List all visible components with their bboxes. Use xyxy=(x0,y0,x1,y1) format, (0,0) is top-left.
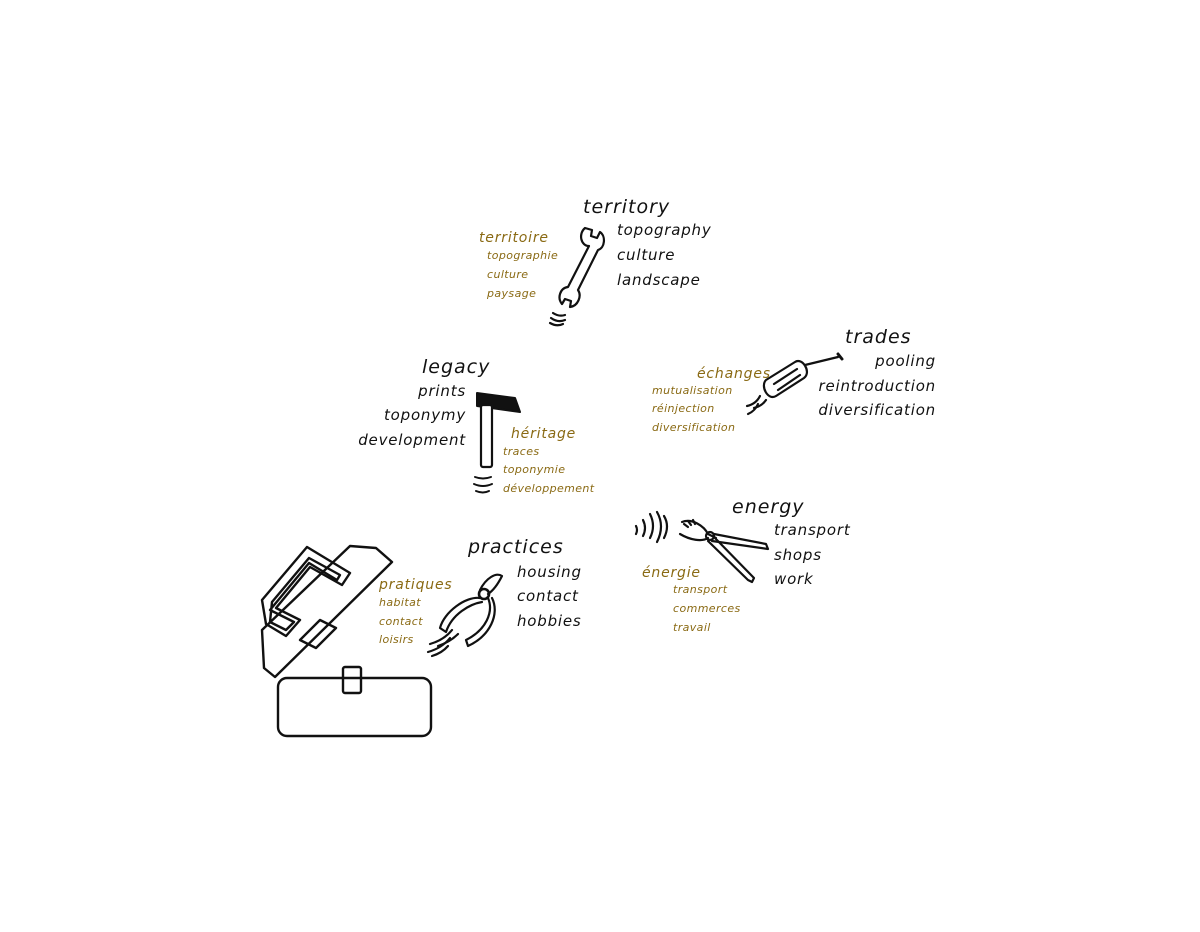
heritage-item: toponymie xyxy=(503,463,566,476)
trades-item: diversification xyxy=(818,401,936,419)
energie-item: travail xyxy=(673,621,711,634)
territory-item: landscape xyxy=(617,271,701,289)
wrench-icon xyxy=(548,226,605,327)
energy-title: energy xyxy=(732,496,805,518)
practices-item: contact xyxy=(517,587,579,605)
energy-item: transport xyxy=(774,521,851,539)
heritage-title: héritage xyxy=(511,426,577,442)
hammer-icon xyxy=(473,392,521,494)
heritage-item: traces xyxy=(503,445,540,458)
practices-title: practices xyxy=(468,536,564,558)
toolbox-icon xyxy=(260,544,433,738)
screwdriver-icon xyxy=(745,352,844,416)
echanges-item: réinjection xyxy=(652,402,715,415)
territoire-title: territoire xyxy=(479,230,549,246)
practices-item: hobbies xyxy=(517,612,582,630)
echanges-item: mutualisation xyxy=(652,384,733,397)
legacy-item: prints xyxy=(418,382,466,400)
pratiques-item: contact xyxy=(379,615,423,628)
energy-item: shops xyxy=(774,546,822,564)
trades-item: pooling xyxy=(875,352,936,370)
pratiques-item: habitat xyxy=(379,596,421,609)
territoire-item: paysage xyxy=(487,287,537,300)
territoire-item: culture xyxy=(487,268,529,281)
pliers-icon xyxy=(634,510,770,584)
legacy-item: development xyxy=(358,431,466,449)
cutting-pliers-icon xyxy=(426,573,504,658)
energie-item: commerces xyxy=(673,602,741,615)
trades-title: trades xyxy=(845,326,912,348)
practices-item: housing xyxy=(517,563,582,581)
energie-item: transport xyxy=(673,583,728,596)
territoire-item: topographie xyxy=(487,249,559,262)
energy-item: work xyxy=(774,570,814,588)
pratiques-item: loisirs xyxy=(379,633,414,646)
territory-title: territory xyxy=(583,196,671,218)
legacy-item: toponymy xyxy=(383,406,466,424)
legacy-title: legacy xyxy=(422,356,491,378)
territory-item: topography xyxy=(617,221,712,239)
pratiques-title: pratiques xyxy=(379,577,453,593)
energie-title: énergie xyxy=(642,565,701,581)
heritage-item: développement xyxy=(503,482,595,495)
echanges-item: diversification xyxy=(652,421,736,434)
trades-item: reintroduction xyxy=(818,377,936,395)
echanges-title: échanges xyxy=(697,366,771,382)
territory-item: culture xyxy=(617,246,676,264)
